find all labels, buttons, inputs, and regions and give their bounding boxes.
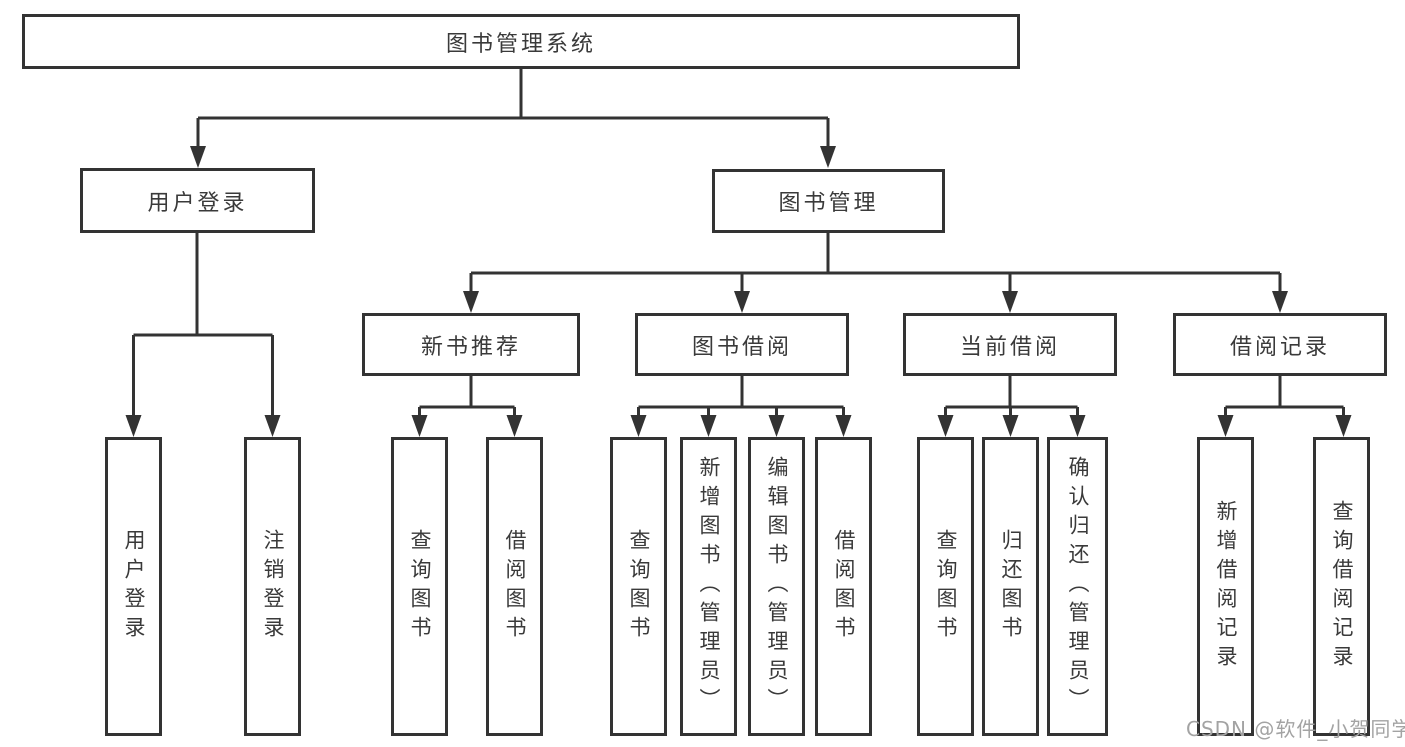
node-label: 确认归还（管理员） <box>1066 456 1091 717</box>
leaf-return-book: 归还图书 <box>982 437 1039 736</box>
node-label: 图书管理系统 <box>445 31 596 57</box>
node-book-borrowing: 图书借阅 <box>635 313 849 376</box>
leaf-borrow-books-recommend: 借阅图书 <box>486 437 543 736</box>
node-label: 查询图书 <box>408 528 433 645</box>
leaf-add-book-admin: 新增图书（管理员） <box>680 437 737 736</box>
leaf-confirm-return-admin: 确认归还（管理员） <box>1047 437 1108 736</box>
node-label: 借阅图书 <box>832 528 857 645</box>
node-label: 图书管理 <box>778 191 879 216</box>
node-label: 用户登录 <box>147 190 248 216</box>
leaf-logout: 注销登录 <box>244 437 301 736</box>
leaf-query-borrow-record: 查询借阅记录 <box>1313 437 1370 736</box>
node-label: 归还图书 <box>999 528 1024 645</box>
node-label: 新增借阅记录 <box>1214 499 1239 674</box>
leaf-query-books-recommend: 查询图书 <box>391 437 448 736</box>
leaf-add-borrow-record: 新增借阅记录 <box>1197 437 1254 736</box>
node-label: 新增图书（管理员） <box>697 456 722 717</box>
node-library-management-system: 图书管理系统 <box>22 14 1020 69</box>
node-label: 借阅记录 <box>1229 334 1330 360</box>
csdn-watermark: CSDN @软件_小贺同学 <box>1186 717 1405 741</box>
node-new-book-recommendation: 新书推荐 <box>362 313 580 376</box>
node-label: 查询图书 <box>934 528 959 645</box>
node-label: 编辑图书（管理员） <box>765 456 790 717</box>
node-user-login: 用户登录 <box>80 168 315 233</box>
leaf-query-books-borrow: 查询图书 <box>610 437 667 736</box>
node-label: 当前借阅 <box>959 334 1060 360</box>
node-book-management: 图书管理 <box>712 169 945 233</box>
node-label: 新书推荐 <box>420 334 521 360</box>
node-label: 用户登录 <box>122 528 147 645</box>
node-borrowing-records: 借阅记录 <box>1173 313 1387 376</box>
leaf-edit-book-admin: 编辑图书（管理员） <box>748 437 805 736</box>
node-label: 注销登录 <box>261 528 286 645</box>
node-label: 借阅图书 <box>503 528 528 645</box>
node-label: 图书借阅 <box>691 334 792 360</box>
node-current-borrowing: 当前借阅 <box>903 313 1117 376</box>
leaf-borrow-books: 借阅图书 <box>815 437 872 736</box>
node-label: 查询图书 <box>627 528 652 645</box>
node-label: 查询借阅记录 <box>1330 499 1355 674</box>
leaf-user-login: 用户登录 <box>105 437 162 736</box>
arrowheads <box>125 146 1352 437</box>
leaf-query-books-current: 查询图书 <box>917 437 974 736</box>
